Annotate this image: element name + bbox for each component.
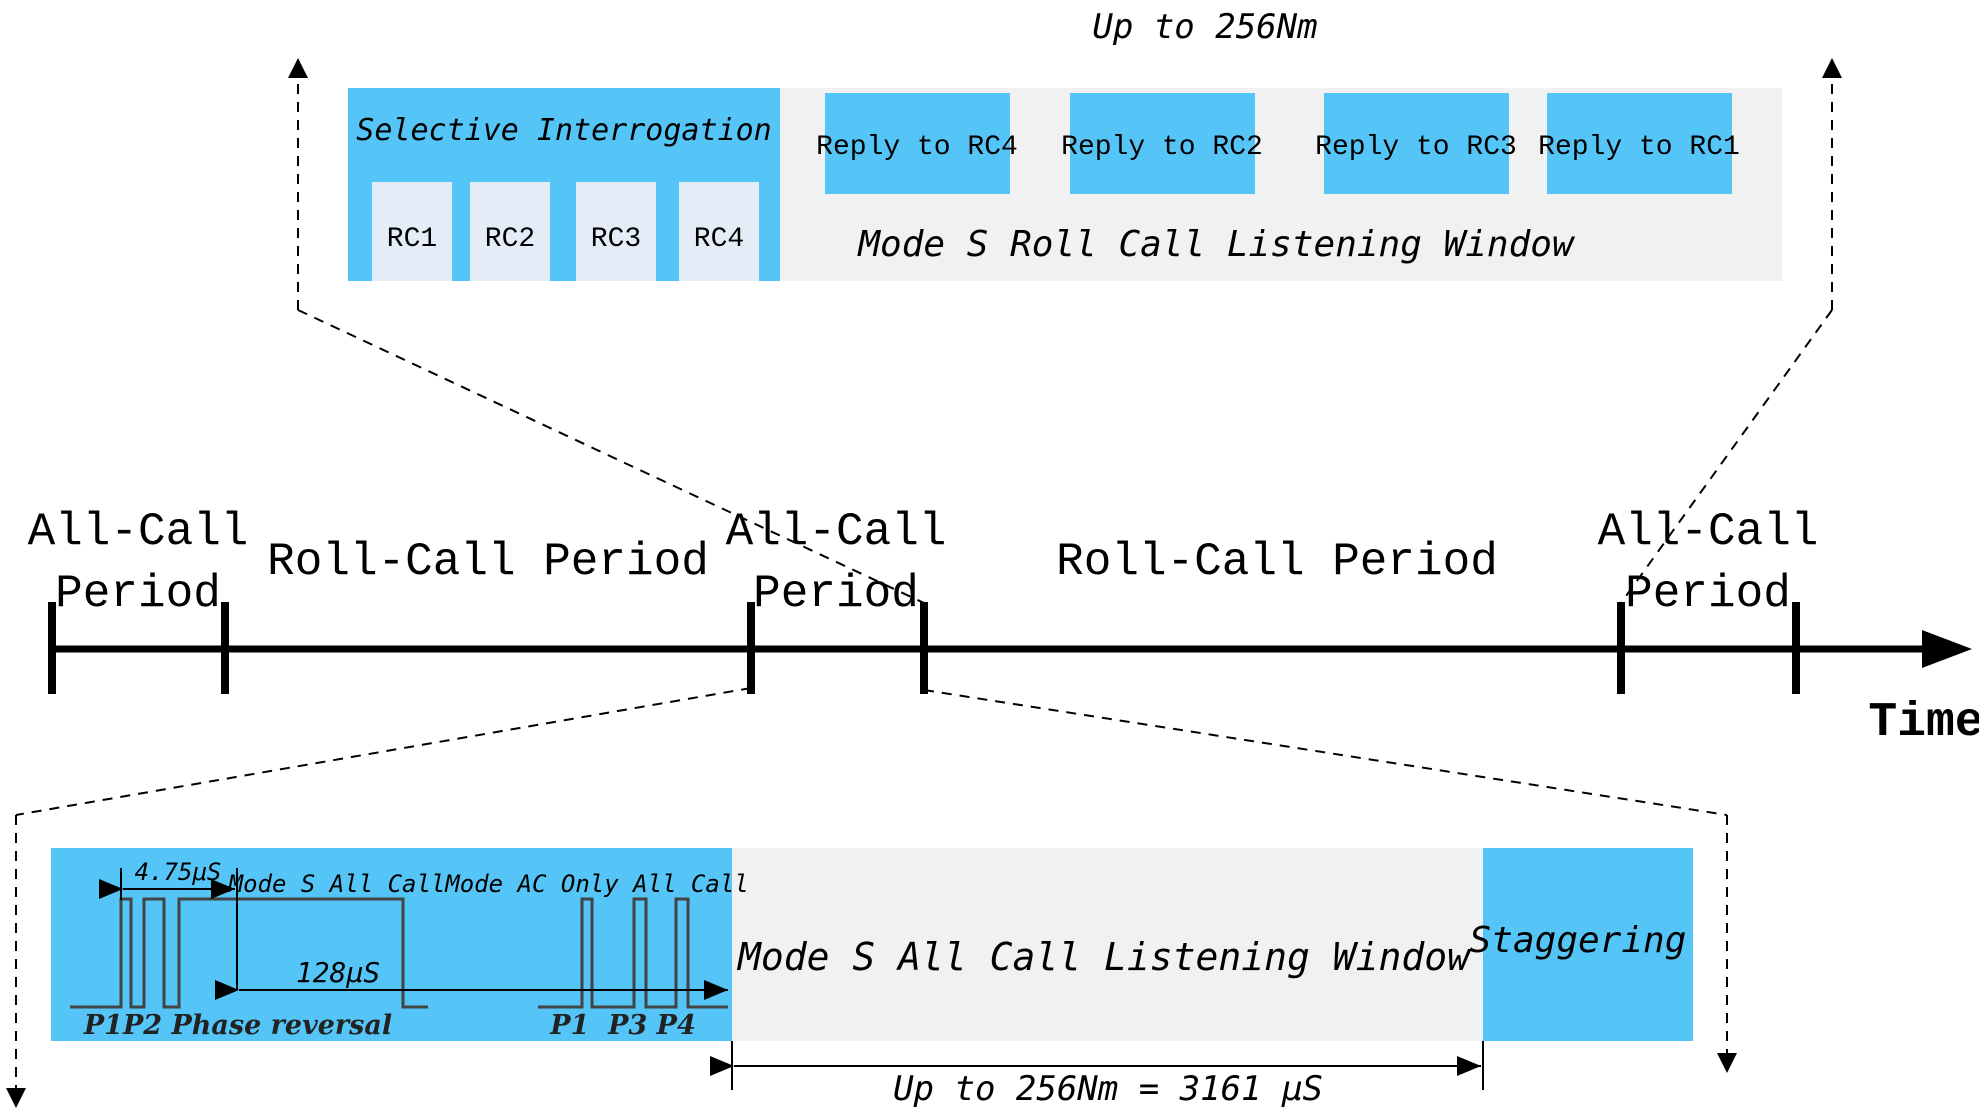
- all-call-window-range-dimension: [710, 1041, 1484, 1090]
- all-call-period-3-line1: All-Call: [1598, 506, 1819, 558]
- all-call-period-1-line2: Period: [55, 568, 221, 620]
- reply-box-rc1: [1547, 93, 1732, 194]
- reply-label-rc2: Reply to RC2: [1061, 132, 1263, 163]
- rc-box-3: [576, 182, 656, 281]
- roll-call-period-2: Roll-Call Period: [1056, 536, 1498, 588]
- time-axis-label: Time: [1868, 696, 1979, 750]
- top-left-dashed-diagonal: [297, 309, 925, 604]
- pulse-width-label: 4.75μS: [135, 858, 222, 886]
- rc-box-4: [679, 182, 759, 281]
- roll-call-listening-window-label: Mode S Roll Call Listening Window: [856, 224, 1576, 265]
- mode-ac-only-all-call-label: Mode AC Only All Call: [444, 870, 748, 898]
- rc-label-1: RC1: [387, 224, 437, 255]
- bottom-right-dashed-diagonal: [923, 689, 1728, 816]
- reply-label-rc3: Reply to RC3: [1315, 132, 1517, 163]
- top-range-label: Up to 256Nm: [1092, 7, 1317, 47]
- reply-box-rc3: [1324, 93, 1509, 194]
- bottom-connectors: [6, 687, 1737, 1108]
- rc-label-4: RC4: [694, 224, 744, 255]
- roll-call-period-1: Roll-Call Period: [267, 536, 709, 588]
- selective-interrogation-title: Selective Interrogation: [356, 113, 771, 148]
- pulse-width-dimension: [99, 868, 238, 990]
- timeline-labels: All-Call Period Roll-Call Period All-Cal…: [28, 506, 1819, 620]
- staggering-label: Staggering: [1470, 920, 1687, 961]
- rc-boxes: RC1 RC2 RC3 RC4: [372, 182, 759, 281]
- bottom-left-dashed-diagonal: [15, 687, 752, 816]
- time-axis-arrowhead: [1922, 630, 1972, 668]
- timeline-axis: [48, 602, 1972, 694]
- reply-box-rc2: [1070, 93, 1255, 194]
- staggering-box: [1483, 848, 1693, 1041]
- all-call-period-2-line2: Period: [753, 568, 919, 620]
- mode-s-all-call-label: Mode S All Call: [228, 870, 446, 898]
- rc-box-1: [372, 182, 452, 281]
- reply-boxes: Reply to RC4 Reply to RC2 Reply to RC3 R…: [816, 93, 1740, 194]
- rc-label-2: RC2: [485, 224, 535, 255]
- p1p2-phase-reversal-label: P1P2 Phase reversal: [83, 1010, 392, 1041]
- all-call-period-1-line1: All-Call: [28, 506, 249, 558]
- reply-label-rc4: Reply to RC4: [816, 132, 1018, 163]
- all-call-range-label: Up to 256Nm = 3161 μS: [893, 1069, 1323, 1109]
- reply-box-rc4: [825, 93, 1010, 194]
- all-call-period-3-line2: Period: [1625, 568, 1791, 620]
- all-call-listening-window-bg: [732, 848, 1483, 1041]
- p1-p3-p4-label: P1 P3 P4: [549, 1010, 695, 1041]
- top-right-dashed-diagonal: [1620, 309, 1833, 604]
- rc-box-2: [470, 182, 550, 281]
- rc-label-3: RC3: [591, 224, 641, 255]
- reply-label-rc1: Reply to RC1: [1538, 132, 1740, 163]
- top-connectors: [288, 58, 1842, 604]
- spacing-label: 128μS: [296, 956, 380, 989]
- all-call-listening-window-label: Mode S All Call Listening Window: [736, 935, 1472, 979]
- interrogation-pulse-waveform: [70, 897, 728, 1009]
- all-call-period-2-line1: All-Call: [726, 506, 947, 558]
